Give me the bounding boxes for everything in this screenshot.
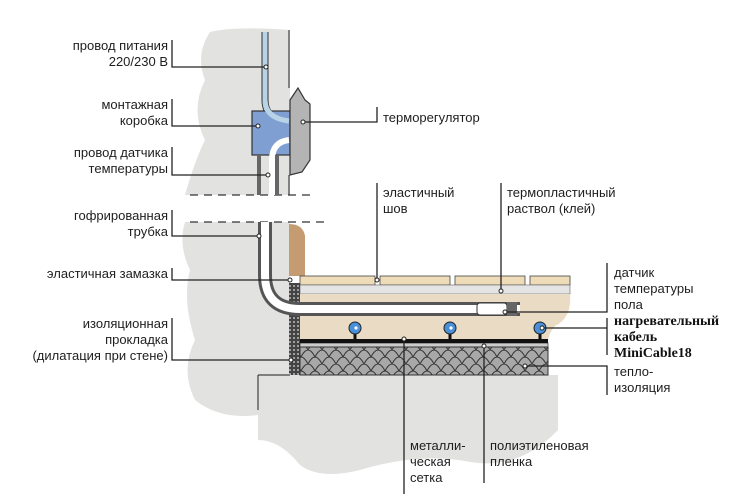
thermal-insulation: [299, 346, 549, 376]
label-edge-insulation: прокладка: [105, 332, 169, 347]
tile: [454, 275, 526, 286]
label-adhesive: раствол (клей): [507, 201, 595, 216]
label-corrugated-tube: гофрированная: [74, 208, 168, 223]
wall-lower-and-slab: [182, 222, 558, 474]
label-junction-box: монтажная: [101, 97, 168, 112]
label-sensor-wire: провод датчика: [74, 145, 169, 160]
plaster: [289, 224, 305, 276]
label-floor-sensor: датчик: [614, 265, 655, 280]
junction-box: [251, 110, 291, 156]
pe-film: [299, 342, 549, 348]
label-junction-box: коробка: [120, 113, 169, 128]
thermostat: [289, 86, 311, 176]
label-heating-cable: MiniCable18: [614, 346, 692, 361]
label-pe-film: полиэтиленовая: [490, 438, 589, 453]
label-metal-mesh: металли-: [410, 438, 466, 453]
heating-cable: [348, 321, 547, 340]
tile: [379, 275, 451, 286]
label-heating-cable: кабель: [614, 330, 658, 345]
label-elastic-joint: эластичный: [383, 185, 454, 200]
floor-sensor: [476, 302, 508, 316]
label-pe-film: пленка: [490, 454, 533, 469]
label-floor-sensor: температуры: [614, 281, 693, 296]
label-power-wire: 220/230 В: [109, 54, 168, 69]
label-elastic-putty: эластичная замазка: [47, 266, 169, 281]
label-edge-insulation: изоляционная: [83, 316, 168, 331]
screed: [300, 294, 571, 342]
label-corrugated-tube: трубка: [128, 224, 169, 239]
leader-lines: [171, 40, 608, 494]
label-metal-mesh: ческая: [410, 454, 451, 469]
label-heating-cable: нагревательный: [614, 314, 719, 329]
label-floor-sensor: пола: [614, 297, 644, 312]
label-thermal-insulation: изоляция: [614, 380, 670, 395]
label-thermostat: терморегулятор: [383, 110, 480, 125]
label-adhesive: термопластичный: [507, 185, 616, 200]
edge-insulation: [289, 283, 300, 375]
tile: [299, 275, 376, 286]
tile: [529, 275, 571, 286]
label-elastic-joint: шов: [383, 201, 408, 216]
label-thermal-insulation: тепло-: [614, 364, 653, 379]
label-sensor-wire: температуры: [89, 161, 168, 176]
adhesive-layer: [299, 284, 571, 295]
label-metal-mesh: сетка: [410, 470, 443, 485]
label-power-wire: провод питания: [73, 38, 168, 53]
metal-mesh: [300, 339, 548, 343]
label-edge-insulation: (дилатация при стене): [32, 348, 168, 363]
